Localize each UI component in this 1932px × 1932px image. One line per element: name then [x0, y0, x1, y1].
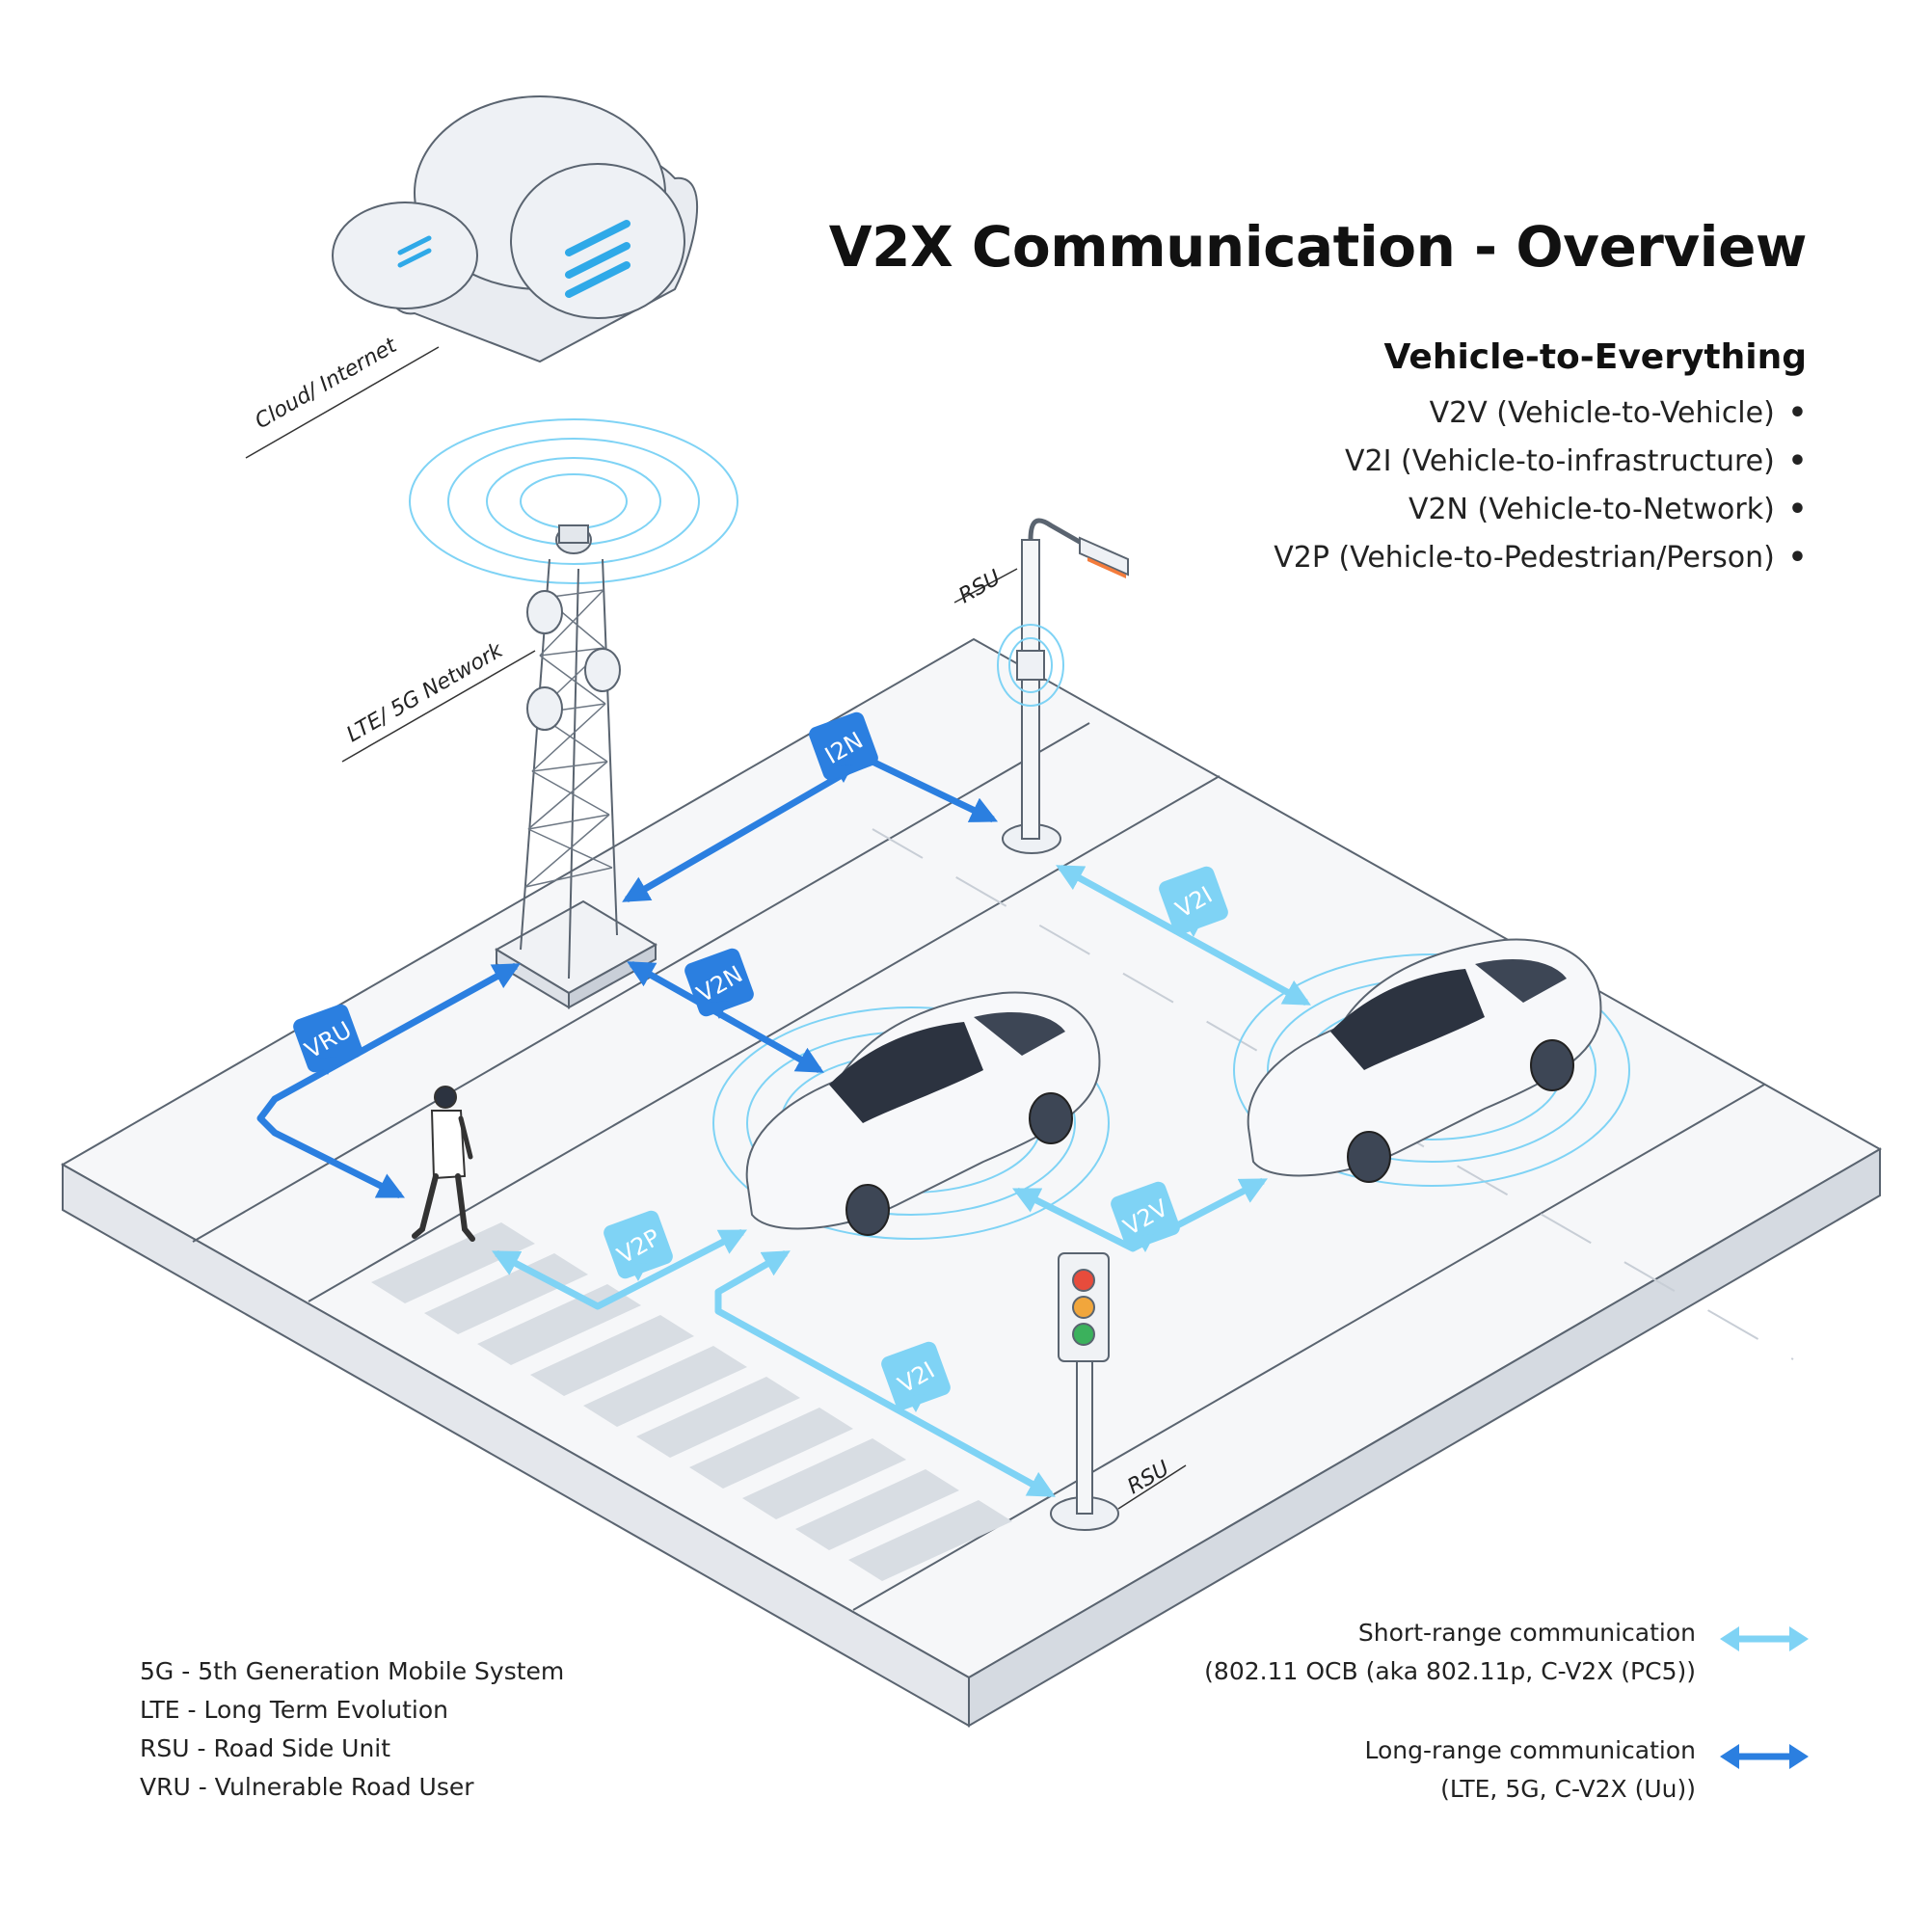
legend-long-range-title: Long-range communication — [1364, 1736, 1697, 1764]
network-leader-line — [341, 650, 536, 763]
street-light-rsu-icon — [997, 518, 1129, 854]
v2x-type-item: V2P (Vehicle-to-Pedestrian/Person) • — [1274, 534, 1807, 582]
tag-v2p: V2P — [604, 1210, 673, 1281]
page-subtitle: Vehicle-to-Everything — [1383, 337, 1807, 377]
long-range-arrow-icon — [1720, 1744, 1809, 1769]
v2i-top-arrow — [1056, 864, 1311, 1006]
cloud-leader-line — [245, 346, 440, 459]
street-block — [60, 637, 1883, 1728]
v2x-type-item: V2N (Vehicle-to-Network) • — [1274, 486, 1807, 534]
page-title: V2X Communication - Overview — [828, 214, 1808, 280]
abbreviation-item: VRU - Vulnerable Road User — [140, 1773, 474, 1801]
tag-v2n: V2N — [684, 948, 754, 1019]
v2p-arrow — [492, 1228, 747, 1310]
v2x-type-label: V2N (Vehicle-to-Network) — [1408, 493, 1775, 526]
bullet-icon: • — [1787, 444, 1807, 478]
rsu-top-leader-line — [953, 568, 1018, 604]
tag-v2i-top: V2I — [1159, 866, 1228, 937]
cell-tower-icon — [495, 524, 657, 1009]
abbreviation-item: LTE - Long Term Evolution — [140, 1696, 449, 1724]
v2x-type-label: V2V (Vehicle-to-Vehicle) — [1429, 396, 1775, 430]
v2n-arrow — [627, 960, 824, 1074]
legend-long-range-detail: (LTE, 5G, C-V2X (Uu)) — [1440, 1775, 1696, 1803]
tag-i2n: I2N — [809, 711, 878, 783]
cloud-icon — [332, 95, 698, 363]
tag-vru: VRU — [293, 1004, 362, 1075]
abbreviation-item: 5G - 5th Generation Mobile System — [140, 1657, 565, 1685]
abbreviation-list: 5G - 5th Generation Mobile System LTE - … — [140, 1652, 564, 1807]
v2x-types-list: V2V (Vehicle-to-Vehicle) • V2I (Vehicle-t… — [1274, 389, 1807, 582]
bullet-icon: • — [1787, 396, 1807, 430]
legend-short-range: Short-range communication (802.11 OCB (a… — [1204, 1614, 1696, 1691]
bullet-icon: • — [1787, 541, 1807, 575]
v2x-type-item: V2I (Vehicle-to-infrastructure) • — [1274, 438, 1807, 486]
tower-signal-icon — [409, 418, 738, 584]
legend-short-range-detail: (802.11 OCB (aka 802.11p, C-V2X (PC5)) — [1204, 1657, 1696, 1685]
traffic-light-rsu-icon — [1050, 1252, 1119, 1531]
v2x-type-item: V2V (Vehicle-to-Vehicle) • — [1274, 389, 1807, 438]
car-1-icon — [712, 991, 1110, 1240]
bullet-icon: • — [1787, 493, 1807, 526]
car-2-icon — [1233, 938, 1630, 1187]
v2x-type-label: V2I (Vehicle-to-infrastructure) — [1345, 444, 1775, 478]
tag-v2i-bottom: V2I — [881, 1341, 951, 1412]
v2x-type-label: V2P (Vehicle-to-Pedestrian/Person) — [1274, 541, 1775, 575]
legend-long-range: Long-range communication (LTE, 5G, C-V2X… — [1365, 1731, 1697, 1809]
rsu-bottom-leader-line — [1117, 1464, 1187, 1510]
v2i-bottom-arrow — [714, 1249, 1056, 1498]
rsu-top-label: RSU — [955, 566, 1006, 608]
network-label: LTE/ 5G Network — [343, 638, 509, 747]
pedestrian-icon — [412, 1086, 475, 1242]
abbreviation-item: RSU - Road Side Unit — [140, 1734, 391, 1762]
short-range-arrow-icon — [1720, 1626, 1809, 1651]
tag-v2v: V2V — [1111, 1181, 1180, 1252]
cloud-label: Cloud/ Internet — [252, 333, 403, 434]
legend-short-range-title: Short-range communication — [1357, 1619, 1696, 1647]
